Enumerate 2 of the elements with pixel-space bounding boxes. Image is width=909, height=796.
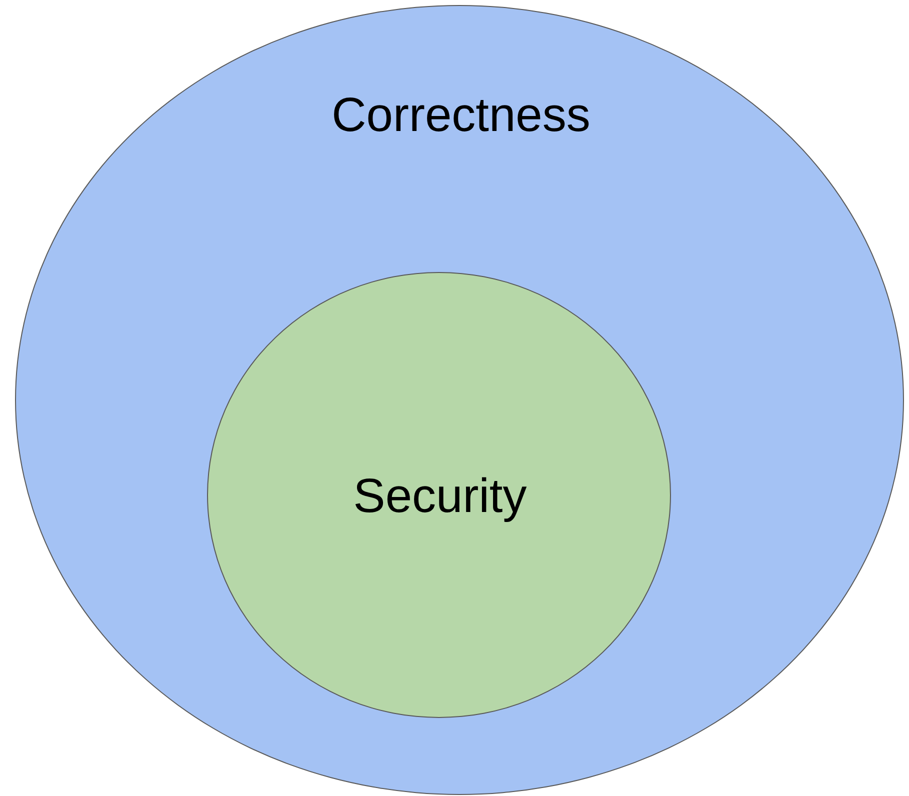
set-label: Correctness	[332, 92, 590, 140]
set-label: Security	[353, 473, 527, 521]
